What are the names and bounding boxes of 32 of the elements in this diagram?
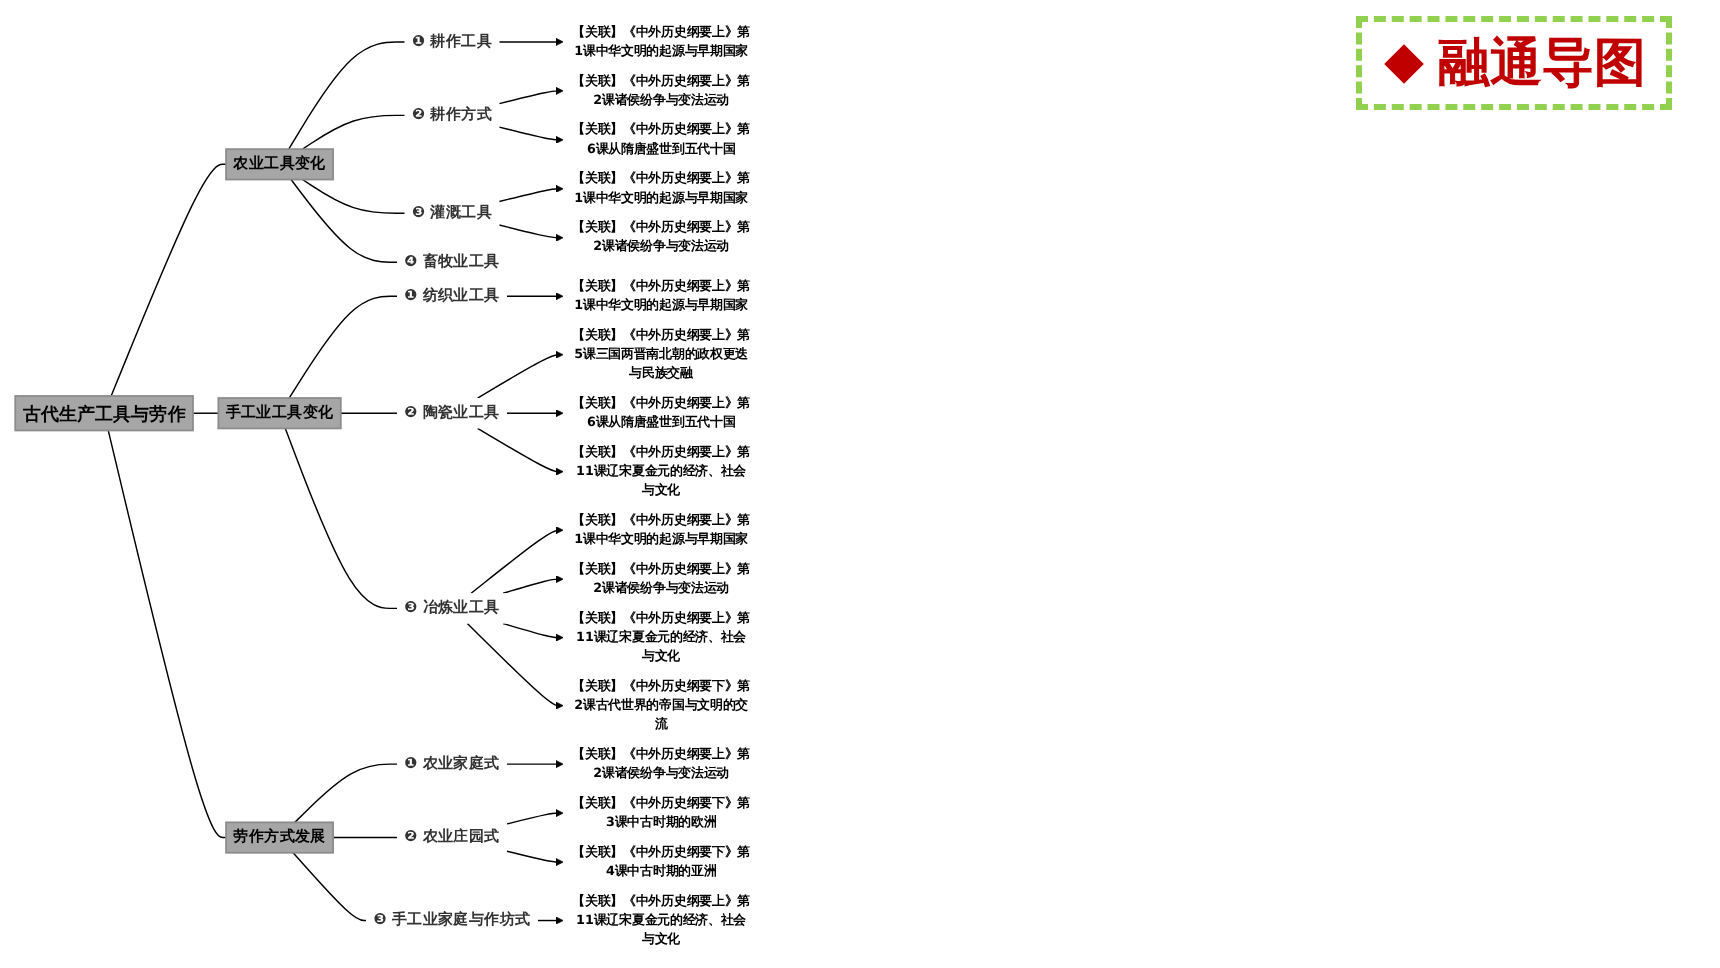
arrow — [498, 184, 564, 203]
connector — [294, 763, 398, 824]
connector — [288, 295, 398, 399]
connector — [107, 429, 227, 839]
arrow — [537, 916, 564, 925]
connector — [284, 427, 398, 610]
connector — [110, 163, 227, 397]
arrow — [506, 809, 564, 825]
title: 融通导图 — [1438, 32, 1646, 98]
arrow — [506, 292, 564, 301]
arrow — [498, 37, 564, 46]
connector — [290, 178, 398, 263]
connector — [288, 41, 406, 150]
arrow — [506, 760, 564, 769]
connector — [301, 114, 406, 150]
connector — [301, 178, 406, 214]
arrow — [476, 350, 564, 399]
connector — [292, 852, 367, 922]
arrow — [476, 427, 564, 476]
arrow — [502, 575, 564, 594]
arrow — [498, 224, 564, 242]
connector — [340, 412, 398, 414]
node-box: 古代生产工具与劳作 — [14, 395, 194, 432]
arrow — [502, 622, 564, 642]
arrow — [466, 622, 564, 710]
arrow — [506, 850, 564, 867]
connector — [192, 412, 220, 414]
arrow — [470, 526, 564, 594]
arrow — [506, 409, 564, 418]
arrow — [498, 126, 564, 144]
connector — [332, 836, 398, 839]
arrow — [498, 86, 564, 105]
